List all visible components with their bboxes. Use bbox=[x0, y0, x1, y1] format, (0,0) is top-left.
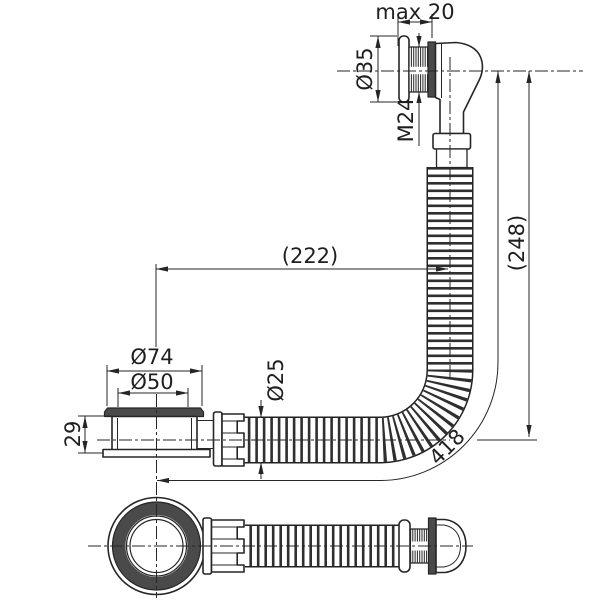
dim-max20-label: max 20 bbox=[375, 0, 454, 24]
dim-d74-label: Ø74 bbox=[130, 345, 173, 369]
dim-d35-label: Ø35 bbox=[353, 47, 377, 90]
dim-d50-label: Ø50 bbox=[130, 370, 173, 394]
centerlines bbox=[88, 57, 583, 598]
overflow-elbow-fitting bbox=[398, 35, 484, 169]
drain-body-side-view bbox=[102, 407, 245, 467]
hose-nut-plate bbox=[212, 411, 223, 467]
overflow-washer bbox=[427, 41, 437, 98]
overflow-flange bbox=[398, 35, 410, 103]
elbow-body bbox=[434, 41, 484, 135]
overflow-fitting-bottom-view bbox=[398, 517, 467, 575]
dim-d25-label: Ø25 bbox=[264, 358, 288, 401]
drain-top-flange bbox=[103, 407, 205, 418]
elbow-neck bbox=[435, 148, 468, 169]
dim-29-label: 29 bbox=[61, 421, 85, 448]
elbow-collar bbox=[432, 132, 472, 150]
dimension-lines bbox=[78, 14, 537, 484]
corrugated-hose-main bbox=[244, 167, 474, 464]
drain-cylinder bbox=[111, 415, 198, 451]
dim-222-label: (222) bbox=[282, 244, 338, 268]
dim-m24-label: M24 bbox=[394, 98, 418, 143]
dim-248-label: (248) bbox=[505, 215, 529, 271]
